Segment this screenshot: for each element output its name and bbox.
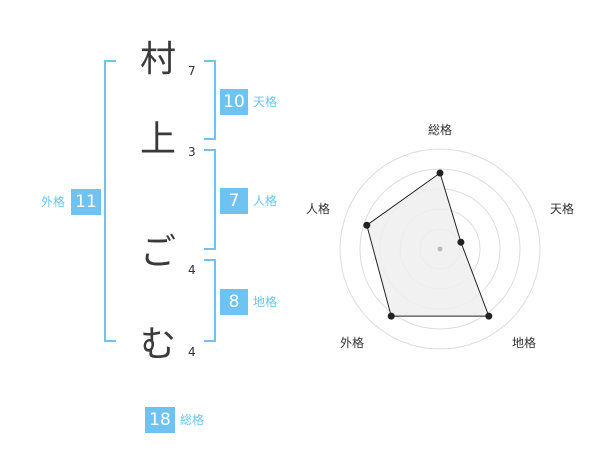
jinkaku-label: 人格	[253, 194, 278, 208]
soukaku-label: 総格	[180, 413, 205, 427]
stroke-count-4: 4	[188, 345, 196, 359]
name-char-1: 村	[139, 39, 176, 80]
tenkaku-value: 10	[220, 89, 248, 115]
name-char-2: 上	[139, 119, 176, 160]
radar-point-3	[387, 312, 395, 320]
radar-axis-label-2: 地格	[512, 335, 536, 350]
radar-axis-label-1: 天格	[550, 201, 574, 216]
soukaku-value: 18	[145, 407, 175, 433]
radar-point-2	[485, 312, 493, 320]
stroke-count-1: 7	[188, 64, 196, 78]
radar-point-4	[363, 221, 371, 229]
chikaku-bracket	[204, 259, 216, 342]
tenkaku-bracket	[204, 60, 216, 140]
chikaku-label: 地格	[253, 295, 278, 309]
stroke-count-2: 3	[188, 145, 196, 159]
radar-axis-label-3: 外格	[340, 335, 364, 350]
radar-point-0	[436, 169, 444, 177]
gaikaku-bracket	[104, 60, 116, 342]
gaikaku-value: 11	[71, 189, 101, 215]
radar-ring	[339, 148, 541, 350]
radar-polygon	[366, 172, 490, 317]
jinkaku-value: 7	[220, 188, 248, 214]
name-char-3: ご	[139, 232, 176, 273]
tenkaku-label: 天格	[253, 95, 278, 109]
chikaku-value: 8	[220, 289, 248, 315]
stroke-count-3: 4	[188, 263, 196, 277]
jinkaku-bracket	[204, 149, 216, 250]
gaikaku-label: 外格	[41, 195, 66, 209]
radar-axis-label-4: 人格	[306, 201, 330, 216]
radar-axis-label-0: 総格	[428, 122, 452, 137]
radar-point-1	[457, 238, 465, 246]
name-char-4: む	[139, 324, 176, 365]
radar-ring	[359, 168, 521, 330]
radar-center-dot	[437, 246, 443, 252]
